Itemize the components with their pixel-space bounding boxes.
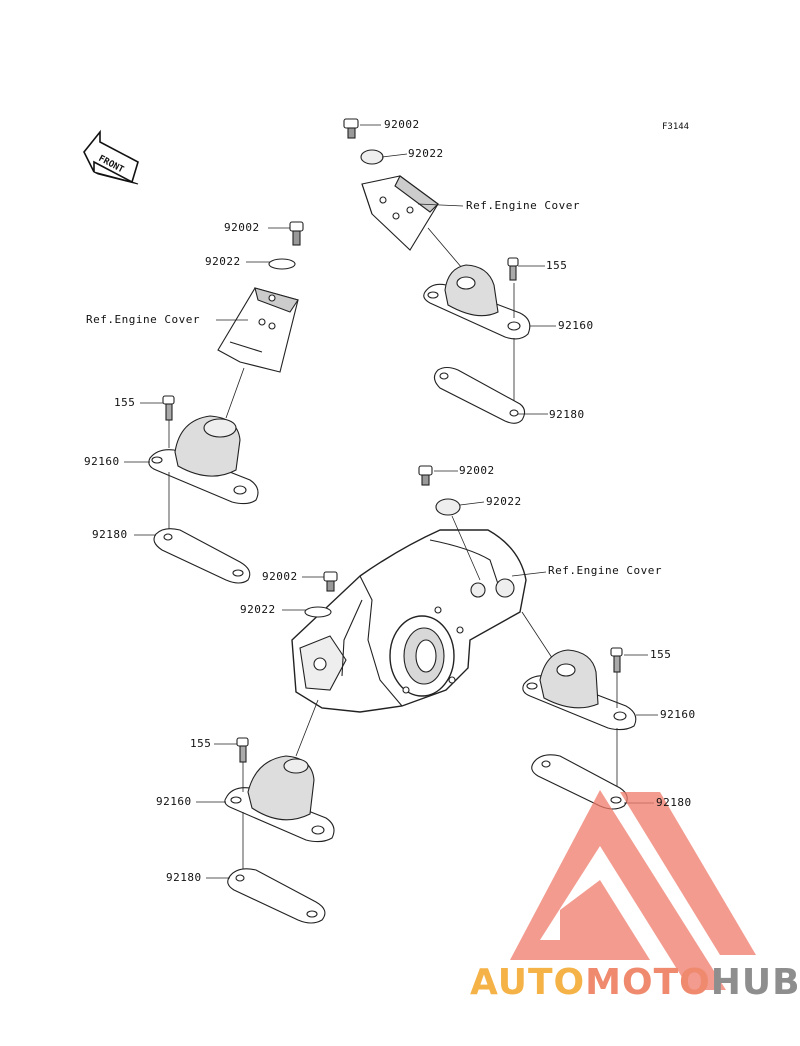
brand-part-moto: MOTO [585,962,711,1003]
assembly-right [521,611,658,810]
ref-engine-cover-label: Ref.Engine Cover [548,564,662,577]
bolt-icon [343,118,359,139]
small-bolt-icon [236,737,249,763]
bolt-icon [323,571,338,592]
part-label-92180: 92180 [656,796,692,809]
brand-part-hub: HUB [710,962,800,1003]
part-label-155: 155 [650,648,672,661]
part-label-92180: 92180 [166,871,202,884]
washer-icon [360,149,384,165]
figure-code: F3144 [662,122,690,132]
watermark-brand: AUTOMOTOHUB [470,965,800,1001]
bolt-icon [289,221,304,246]
assembly-bottom-left [196,699,335,924]
part-label-92002: 92002 [262,570,298,583]
small-bolt-icon [507,257,519,281]
part-label-92022: 92022 [240,603,276,616]
front-arrow-icon: FRONT [83,129,139,185]
part-label-92002: 92002 [384,118,420,131]
part-label-92022: 92022 [408,147,444,160]
part-label-155: 155 [190,737,212,750]
engine-mount-icon [148,415,259,505]
washer-icon [268,258,296,270]
part-label-92002: 92002 [224,221,260,234]
assembly-top-right [343,118,556,424]
part-label-92160: 92160 [84,455,120,468]
base-plate-icon [227,868,326,924]
base-plate-icon [153,528,251,584]
washer-icon [435,498,461,516]
part-label-155: 155 [114,396,136,409]
part-label-92180: 92180 [549,408,585,421]
part-label-92022: 92022 [205,255,241,268]
small-bolt-icon [162,395,175,421]
bolt-icon [418,465,433,486]
part-label-92160: 92160 [156,795,192,808]
part-label-92002: 92002 [459,464,495,477]
ref-engine-cover-label: Ref.Engine Cover [86,313,200,326]
brand-part-auto: AUTO [470,962,586,1003]
base-plate-icon [433,366,526,424]
watermark-logo-icon [510,790,756,990]
part-label-155: 155 [546,259,568,272]
assembly-top-left [124,221,304,584]
part-label-92022: 92022 [486,495,522,508]
bracket-icon [361,175,439,251]
bracket-icon [217,287,299,373]
engine-mount-icon [224,755,335,843]
small-bolt-icon [610,647,623,673]
engine-cover-icon [291,529,527,713]
ref-engine-cover-label: Ref.Engine Cover [466,199,580,212]
part-label-92160: 92160 [558,319,594,332]
part-label-92180: 92180 [92,528,128,541]
engine-mount-icon [423,264,531,340]
washer-icon [304,606,332,618]
part-label-92160: 92160 [660,708,696,721]
engine-mount-icon [522,649,637,731]
